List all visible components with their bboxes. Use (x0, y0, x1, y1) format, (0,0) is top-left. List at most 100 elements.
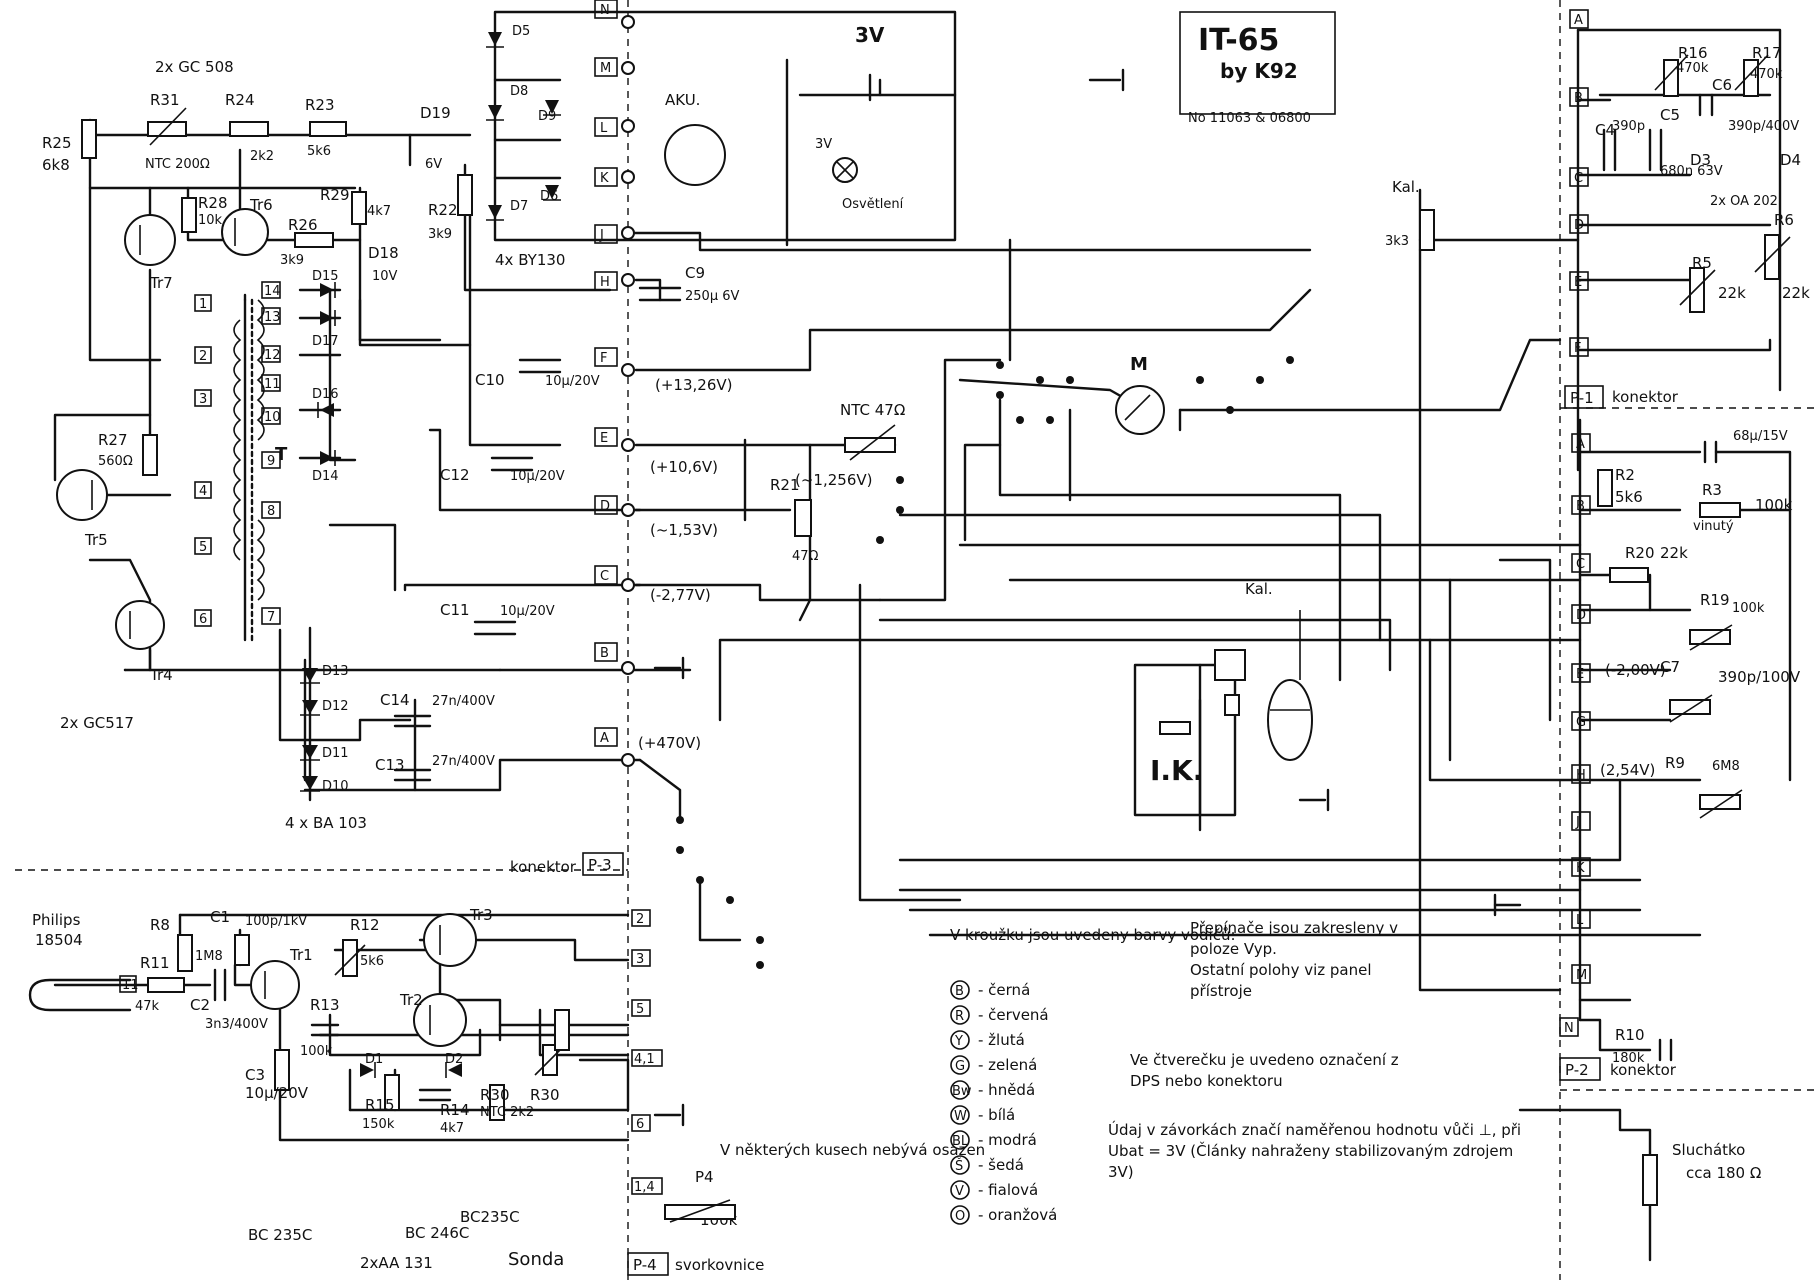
rail-pin-f: F (594, 347, 635, 377)
c9-value: 250μ 6V (685, 289, 739, 304)
svg-text:1,4: 1,4 (634, 1180, 655, 1195)
transistor-tr2 (413, 993, 467, 1047)
p1-pin-f: F (1569, 337, 1589, 357)
svg-text:- bílá: - bílá (978, 1106, 1015, 1124)
battery-socket-icon (664, 124, 726, 186)
sluchatko-ohm: cca 180 Ω (1686, 1164, 1761, 1182)
left-connector-rail: N M L K J H F E D C B A (594, 0, 635, 767)
p2-pin-e: E (1571, 663, 1591, 683)
p2-pin-k: K (1571, 857, 1591, 877)
svg-text:6: 6 (636, 1117, 644, 1132)
ik-kal-label: Kal. (1245, 580, 1273, 598)
d9-label: D9 (538, 109, 556, 124)
label-ba103: 4 x BA 103 (285, 814, 367, 832)
title-numbers: No 11063 & 06800 (1188, 111, 1311, 126)
svg-text:3: 3 (199, 392, 207, 407)
r21-name: R21 (770, 476, 800, 494)
d19-value: 6V (425, 157, 442, 172)
resistor-kal (1419, 209, 1435, 251)
svg-text:- žlutá: - žlutá (978, 1031, 1025, 1049)
c11-name: C11 (440, 601, 470, 619)
c14-value: 27n/400V (432, 694, 495, 709)
label-oa202: 2x OA 202 (1710, 194, 1778, 209)
p2-pin-l: L (1571, 909, 1591, 929)
d19-name: D19 (420, 104, 451, 122)
r26-value: 3k9 (280, 253, 304, 268)
r31-name: R31 (150, 91, 180, 109)
r30-name: R30 (530, 1086, 560, 1104)
svg-text:B: B (955, 984, 964, 999)
svg-text:Š: Š (955, 1158, 963, 1174)
r15-name: R30 (480, 1086, 510, 1104)
svg-text:K: K (1576, 861, 1585, 876)
transistor-tr1 (250, 960, 300, 1010)
svg-text:5: 5 (199, 540, 207, 555)
d11-label: D11 (322, 746, 349, 761)
oscillator-wiring (53, 118, 692, 792)
d1-label: D1 (365, 1052, 383, 1067)
d12-label: D12 (322, 699, 349, 714)
svg-text:H: H (600, 275, 610, 290)
svg-text:- modrá: - modrá (978, 1131, 1037, 1149)
resistor-r27 (142, 434, 158, 476)
probe-pin-6: 6 (631, 1114, 651, 1132)
note-switches: Přepínače jsou zakresleny v poloze Vyp. (1190, 919, 1398, 958)
r5-value: 22k (1718, 284, 1746, 302)
connector-labels: konektor P-3 P-4 svorkovnice V některých… (510, 852, 985, 1276)
c6-value: 390p/400V (1728, 119, 1799, 134)
note-positions: Ostatní polohy viz panel přístroje (1190, 961, 1372, 1000)
probe-pins: 2 3 5 4,1 6 1,4 (631, 909, 663, 1195)
svg-text:4: 4 (199, 484, 207, 499)
legend-item: Y - žlutá (950, 1030, 1025, 1050)
tr7-label: Tr7 (149, 274, 173, 292)
tr6-label: Tr6 (249, 196, 273, 214)
p3-text: konektor (510, 858, 577, 876)
svg-text:Y: Y (954, 1034, 963, 1049)
title-main: IT-65 (1198, 23, 1279, 58)
svg-text:- zelená: - zelená (978, 1056, 1037, 1074)
rail-pin-c: C (594, 565, 635, 592)
rail-pin-h: H (594, 271, 635, 291)
kal-value: 3k3 (1385, 234, 1409, 249)
hv-diodes: D13 D12 D11 D10 4 x BA 103 (285, 626, 367, 832)
d5-label: D5 (512, 24, 530, 39)
rail-pin-l: L (594, 117, 635, 137)
ntc47-label: NTC 47Ω (840, 401, 905, 419)
svg-text:C: C (1574, 171, 1583, 186)
resistor-r6 (1764, 234, 1780, 280)
notes: Přepínače jsou zakresleny v poloze Vyp. … (1108, 919, 1521, 1181)
svg-text:10: 10 (264, 410, 281, 425)
legend-item: R - červená (950, 1005, 1049, 1025)
resistor-r19 (1699, 794, 1741, 810)
svg-text:O: O (955, 1209, 965, 1224)
akum-label: AKU. (665, 91, 700, 109)
svg-text:3: 3 (636, 952, 644, 967)
rail-pin-b: B (594, 642, 635, 675)
kal-label: Kal. (1392, 178, 1420, 196)
ntc200-label: NTC 200Ω (145, 157, 210, 172)
center-switches (638, 356, 1294, 969)
svg-text:4,1: 4,1 (634, 1052, 655, 1067)
r3-name: R19 (1700, 591, 1730, 609)
c6-name: C6 (1712, 76, 1732, 94)
svg-text:A: A (1574, 13, 1583, 28)
svg-text:K: K (600, 171, 609, 186)
svg-text:R: R (955, 1009, 964, 1024)
c3-value: 4k7 (440, 1121, 464, 1136)
svg-text:- černá: - černá (978, 981, 1030, 999)
p1-pin-d: D (1569, 214, 1589, 234)
c10-name: C10 (475, 371, 505, 389)
p4-note: V některých kusech nebývá osazen (720, 1141, 985, 1159)
r18-name: R2 (1615, 466, 1635, 484)
battery-box: AKU. 3V 3V Osvětlení 4x BY130 D5 D8 D9 D… (486, 10, 957, 269)
c7-value: 180k (1612, 1051, 1645, 1066)
voltage-c: (-2,77V) (650, 586, 711, 604)
r6-name: R6 (1774, 211, 1794, 229)
r5-name: R5 (1692, 254, 1712, 272)
svg-text:- červená: - červená (978, 1006, 1049, 1024)
d2-label: D2 (445, 1052, 463, 1067)
right-p2-section: 68μ/15V R2 5k6 R3 100k vinutý R20 22k R1… (1518, 418, 1801, 1262)
ik-label: I.K. (1150, 754, 1203, 787)
svg-text:F: F (1574, 341, 1581, 356)
svg-text:A: A (600, 731, 609, 746)
